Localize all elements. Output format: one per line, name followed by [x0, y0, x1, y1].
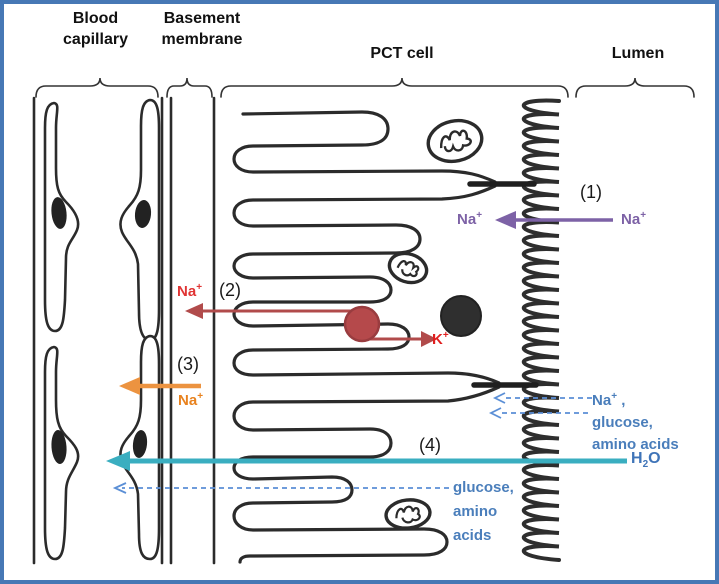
basolateral-diffusion-labels: glucose, amino acids — [453, 476, 514, 548]
sodium-label-cell-side: Na+ — [457, 210, 483, 228]
arrow-2-sodium-out — [185, 303, 356, 319]
lumen-label: Lumen — [611, 45, 665, 62]
endothelial-nucleus — [51, 197, 67, 229]
basal-acids-line: acids — [453, 527, 492, 544]
dashed-arrow-apical-1 — [492, 392, 592, 404]
mitochondrion — [426, 118, 484, 164]
basement-membrane-label: Basement membrane — [161, 10, 243, 48]
potassium-label: K+ — [432, 330, 449, 348]
arrow-3-sodium — [119, 377, 201, 395]
pct-cell-brace — [220, 77, 569, 98]
mitochondrion — [387, 251, 429, 285]
water-label: H2O — [631, 450, 661, 471]
step-3-label: (3) — [177, 354, 199, 374]
step-2-label: (2) — [219, 280, 241, 300]
blood-capillary-label: Blood capillary — [63, 10, 128, 48]
arrow-1-sodium — [495, 211, 613, 229]
endothelial-nucleus — [134, 200, 152, 228]
lysosome-dark-body — [440, 295, 482, 337]
sodium-label-lumen-side: Na+ — [621, 210, 647, 228]
mitochondrion — [384, 498, 432, 530]
apical-cotransport-labels: Na+ , glucose, amino acids — [592, 386, 679, 456]
arrow-4-water — [106, 451, 627, 471]
endothelial-nucleus — [132, 430, 148, 458]
step-4-label: (4) — [419, 435, 441, 455]
sodium-label-basement: Na+ — [178, 391, 204, 409]
dashed-arrow-apical-2 — [488, 407, 588, 419]
basal-amino-line: amino — [453, 503, 498, 520]
basal-infoldings — [232, 110, 501, 564]
endothelial-nucleus — [51, 430, 67, 464]
apical-glucose-line: glucose, — [592, 414, 653, 431]
sodium-label-pump: Na+ — [177, 282, 203, 300]
sodium-potassium-pump — [343, 305, 381, 343]
lumen-brace — [575, 77, 695, 98]
microvilli-brush-border — [521, 98, 561, 562]
blood-capillary-brace — [35, 77, 159, 98]
dashed-arrow-basolateral — [112, 482, 449, 494]
basement-membrane-brace — [166, 77, 213, 98]
pct-cell-label: PCT cell — [370, 45, 434, 62]
apical-sodium-line: Na+ , — [592, 391, 626, 409]
basal-glucose-line: glucose, — [453, 479, 514, 496]
step-1-label: (1) — [580, 182, 602, 202]
arrow-2-potassium-in — [366, 331, 437, 347]
apical-amino-acids-line: amino acids — [592, 436, 679, 453]
